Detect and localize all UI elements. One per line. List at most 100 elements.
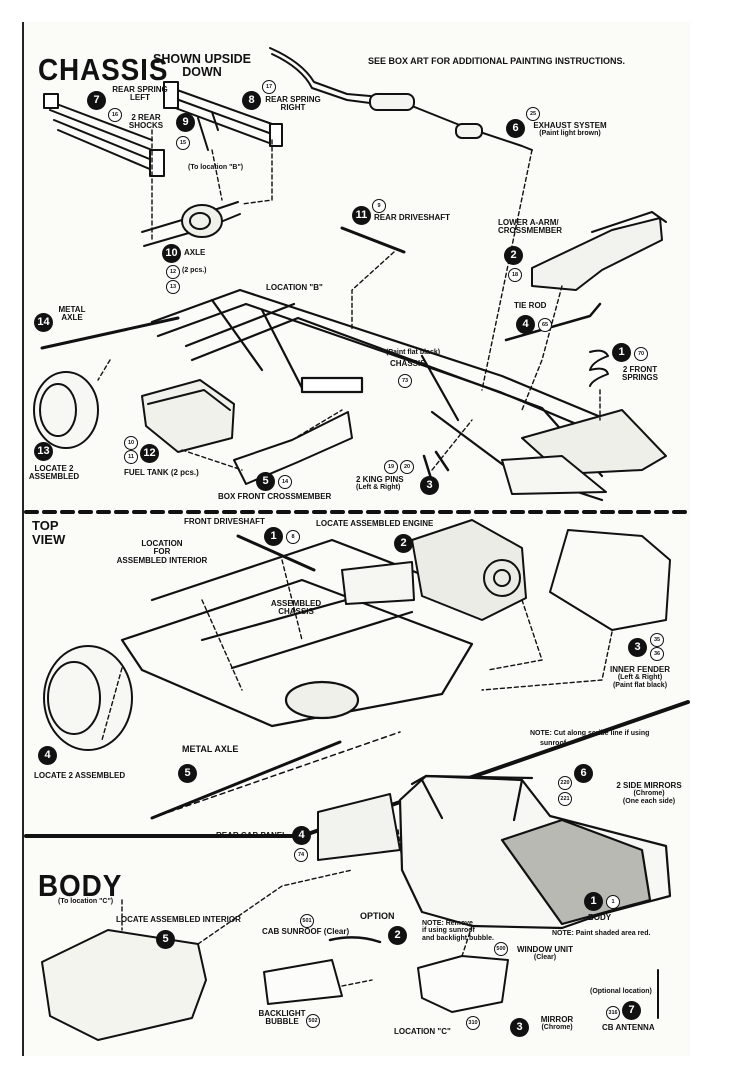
chassis-subheading: SHOWN UPSIDE DOWN: [148, 52, 256, 79]
rear-cab-panel-label: REAR CAB PANEL: [216, 831, 287, 840]
to-location-b-note: (To location "B"): [188, 164, 244, 171]
step-5-topview-badge: 5: [178, 764, 197, 783]
window-unit-line2: (Clear): [533, 954, 557, 962]
lower-a-arm-label: LOWER A-ARM/ CROSSMEMBER: [498, 218, 562, 236]
backlight-line1: BACKLIGHT: [258, 1009, 306, 1018]
cb-antenna-label: CB ANTENNA: [602, 1023, 655, 1032]
exhaust-system-line2: (Paint light brown): [539, 130, 601, 138]
part-17-marker: 17: [262, 80, 276, 94]
cut-scribe-note-2: sunroof.: [540, 740, 568, 747]
lower-a-arm-line1: LOWER A-ARM/: [498, 218, 559, 227]
part-221-marker: 221: [558, 792, 572, 806]
step-14-badge: 14: [34, 313, 53, 332]
inner-fender-drawing: [549, 529, 671, 631]
box-art-note: SEE BOX ART FOR ADDITIONAL PAINTING INST…: [368, 56, 626, 66]
location-c-label: LOCATION "C": [394, 1027, 451, 1036]
metal-axle-chassis-line1: METAL: [58, 305, 86, 314]
front-driveshaft-label: FRONT DRIVESHAFT: [184, 517, 265, 526]
rear-shocks-line2: SHOCKS: [128, 121, 164, 131]
part-16-marker: 16: [108, 108, 122, 122]
rear-shocks-line1: 2 REAR: [131, 113, 161, 122]
step-4-chassis-badge: 4: [516, 315, 535, 334]
inner-fender-line3: (Paint flat black): [612, 681, 668, 689]
sunroof-drawing: [328, 936, 382, 944]
interior-tub-drawing: [41, 929, 207, 1041]
step-4-body-badge: 4: [292, 826, 311, 845]
leader-lines: [97, 129, 613, 987]
part-36-marker: 36: [650, 647, 664, 661]
step-5-chassis-badge: 5: [256, 472, 275, 491]
box-front-crossmember-label: BOX FRONT CROSSMEMBER: [218, 492, 332, 501]
location-b-label: LOCATION "B": [266, 283, 323, 292]
body-heading: BODY: [38, 868, 123, 903]
rear-shocks-label: 2 REAR SHOCKS: [120, 113, 172, 131]
part-10-marker: 10: [124, 436, 138, 450]
lower-a-arm-drawing: [531, 211, 667, 291]
step-12-badge: 12: [140, 444, 159, 463]
axle-line1: AXLE: [184, 248, 206, 257]
front-suspension-drawing: [501, 409, 667, 495]
part-73-marker: 73: [398, 374, 412, 388]
step-13-badge: 13: [34, 442, 53, 461]
chassis-metal-axle-rod: [40, 316, 180, 350]
part-65-marker: 65: [538, 318, 552, 332]
locate-2-assembled-chassis-line1: LOCATE 2: [34, 464, 74, 473]
part-220-marker: 220: [558, 776, 572, 790]
side-mirrors-label: 2 SIDE MIRRORS (Chrome) (One each side): [610, 781, 688, 805]
mirror-line2: (Chrome): [541, 1024, 573, 1032]
step-3-topview-badge: 3: [628, 638, 647, 657]
locate-2-assembled-topview-label: LOCATE 2 ASSEMBLED: [34, 771, 126, 780]
step-2-topview-badge: 2: [394, 534, 413, 553]
locate-interior-label: LOCATE ASSEMBLED INTERIOR: [116, 915, 241, 924]
box-crossmember-drawing: [233, 411, 353, 485]
metal-axle-chassis-label: METAL AXLE: [50, 305, 94, 323]
option-label: OPTION: [360, 911, 395, 921]
location-for-line3: ASSEMBLED INTERIOR: [116, 555, 208, 565]
mirror-line1: MIRROR: [540, 1015, 574, 1024]
step-1-body-badge: 1: [584, 892, 603, 911]
part-18-marker: 18: [508, 268, 522, 282]
locate-2-assembled-chassis-line2: ASSEMBLED: [28, 472, 80, 482]
part-12-marker: 12: [166, 265, 180, 279]
axle-label: AXLE: [184, 248, 206, 257]
side-mirrors-line3: (One each side): [622, 797, 676, 805]
optional-location-note: (Optional location): [590, 988, 652, 995]
front-springs-drawing: [589, 349, 609, 387]
fuel-tank-label: FUEL TANK (2 pcs.): [124, 468, 199, 477]
location-for-line2: FOR: [153, 547, 171, 557]
topview-tire-drawing: [43, 645, 133, 751]
window-unit-label: WINDOW UNIT (Clear): [508, 945, 582, 962]
window-unit-drawing: [417, 955, 509, 1013]
step-2-body-badge: 2: [388, 926, 407, 945]
paint-shaded-note: NOTE: Paint shaded area red.: [552, 930, 651, 937]
step-2-chassis-badge: 2: [504, 246, 523, 265]
locate-engine-label: LOCATE ASSEMBLED ENGINE: [316, 519, 434, 528]
part-13-marker: 13: [166, 280, 180, 294]
tie-rod-label: TIE ROD: [514, 301, 547, 310]
step-1-chassis-badge: 1: [612, 343, 631, 362]
chassis-subheading-line1: SHOWN UPSIDE: [153, 52, 251, 66]
rear-spring-left-line1: REAR SPRING: [112, 85, 168, 94]
step-10-badge: 10: [162, 244, 181, 263]
mirror-label: MIRROR (Chrome): [532, 1015, 582, 1032]
rear-spring-left-label: REAR SPRING LEFT: [110, 85, 170, 103]
top-view-heading: TOP VIEW: [32, 519, 65, 546]
chassis-tire-drawing: [33, 371, 99, 449]
side-mirrors-line2: (Chrome): [633, 790, 665, 798]
backlight-bubble-label: BACKLIGHT BUBBLE: [252, 1009, 312, 1027]
inner-fender-line1: INNER FENDER: [609, 665, 670, 674]
step-6-chassis-badge: 6: [506, 119, 525, 138]
step-4-topview-badge: 4: [38, 746, 57, 765]
side-mirrors-line1: 2 SIDE MIRRORS: [616, 781, 682, 790]
exhaust-system-label: EXHAUST SYSTEM (Paint light brown): [530, 121, 610, 138]
top-view-line1: TOP: [32, 518, 59, 533]
remove-note: NOTE: Remove if using sunroof and backli…: [422, 920, 494, 942]
rear-axle-drawing: [141, 201, 241, 247]
part-8-marker: 8: [286, 530, 300, 544]
cab-sunroof-label: CAB SUNROOF (Clear): [262, 927, 350, 936]
fuel-tank-drawing: [141, 379, 235, 453]
rear-spring-left-line2: LEFT: [130, 93, 150, 103]
assembled-chassis-label: ASSEMBLED CHASSIS: [268, 599, 324, 617]
chassis-heading: CHASSIS: [38, 52, 169, 87]
metal-axle-topview-label: METAL AXLE: [182, 744, 239, 754]
